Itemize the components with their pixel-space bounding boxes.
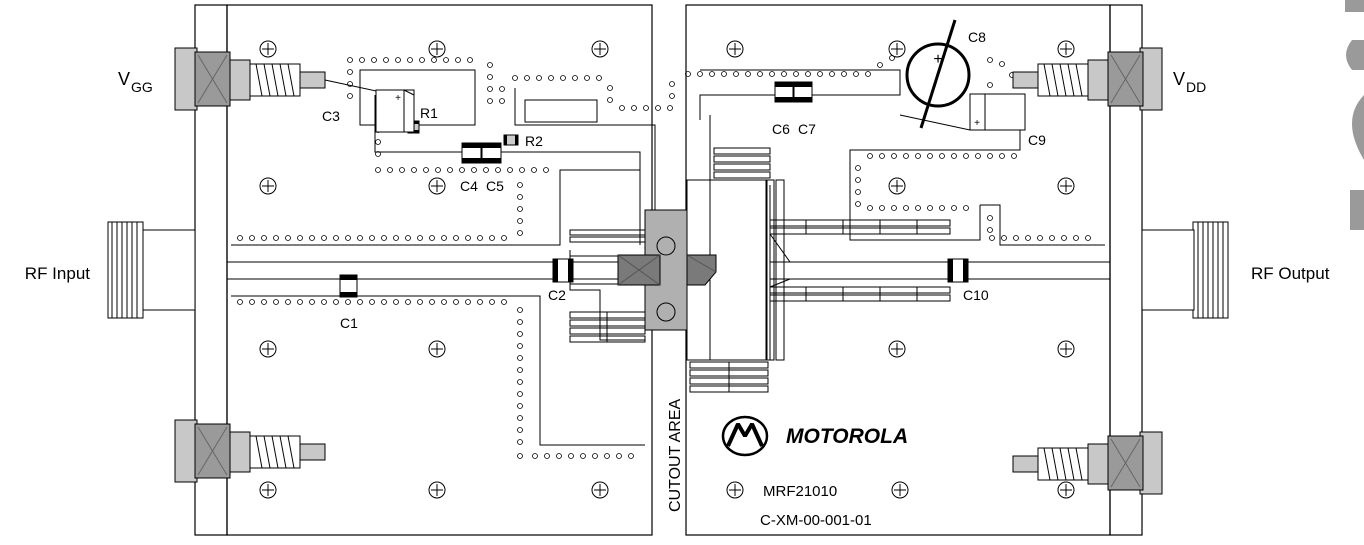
bottom-right-connector — [1012, 431, 1163, 495]
gate-pad — [524, 99, 598, 123]
c5-label: C5 — [486, 178, 504, 194]
mount-hole-18 — [726, 481, 744, 499]
c5-capacitor — [481, 142, 502, 164]
board-id: C-XM-00-001-01 — [760, 512, 872, 529]
c9-label: C9 — [1028, 132, 1046, 148]
mount-hole-19 — [891, 481, 909, 499]
c2-label: C2 — [548, 287, 566, 303]
mount-hole-8 — [428, 177, 446, 195]
mount-hole-5 — [888, 40, 906, 58]
drain-bias-trace-top — [699, 69, 901, 120]
c1-label: C1 — [340, 315, 358, 331]
mount-hole-16 — [428, 481, 446, 499]
c1-capacitor — [339, 274, 358, 298]
c3-label: C3 — [322, 108, 340, 124]
mount-hole-15 — [259, 481, 277, 499]
vgg-label-sub: GG — [131, 79, 153, 95]
rf-input-label: RF Input — [25, 264, 90, 283]
part-number: MRF21010 — [763, 483, 837, 500]
r2-resistor — [503, 134, 519, 146]
mount-hole-17 — [591, 481, 609, 499]
drain-bias-loop — [849, 114, 1021, 241]
bottom-left-connector — [174, 419, 326, 483]
mount-hole-3 — [591, 40, 609, 58]
mount-hole-1 — [259, 40, 277, 58]
mounting-holes — [259, 40, 1075, 499]
motorola-logo-icon — [721, 415, 769, 457]
vgg-connector — [174, 47, 326, 111]
vdd-label-sub: DD — [1186, 79, 1206, 95]
vdd-label: V — [1173, 69, 1185, 89]
drain-matching-network — [686, 147, 951, 393]
mount-hole-20 — [1057, 481, 1075, 499]
gate-bias-trace — [374, 95, 641, 180]
c10-label: C10 — [963, 287, 989, 303]
c8-capacitor — [905, 19, 971, 129]
mount-hole-6 — [1057, 40, 1075, 58]
c10-capacitor — [947, 258, 969, 283]
vdd-connector — [1012, 47, 1163, 111]
c9-capacitor — [969, 93, 1026, 131]
rf-input-connector — [107, 221, 196, 319]
r2-label: R2 — [525, 133, 543, 149]
c3-polarity: + — [395, 93, 401, 104]
edge-fragment — [1345, 0, 1364, 230]
c2-capacitor — [552, 258, 574, 283]
mount-hole-10 — [1057, 177, 1075, 195]
c4-label: C4 — [460, 178, 478, 194]
r1-label: R1 — [420, 105, 438, 121]
rf-output-line — [950, 261, 1110, 280]
gate-bias-pad — [359, 69, 476, 126]
motorola-brand: MOTOROLA — [786, 425, 908, 448]
gate-feed-trace — [514, 88, 656, 250]
c6-capacitor — [774, 81, 794, 103]
mount-hole-11 — [259, 340, 277, 358]
mount-hole-12 — [428, 340, 446, 358]
output-ground-outline — [980, 204, 1105, 246]
c4-capacitor — [461, 142, 482, 164]
vgg-label: V — [118, 69, 130, 89]
c7-capacitor — [793, 81, 813, 103]
cutout-area-label: CUTOUT AREA — [667, 398, 684, 512]
mount-hole-14 — [1057, 340, 1075, 358]
mount-hole-13 — [888, 340, 906, 358]
lower-left-ground-outline — [231, 295, 645, 446]
gate-matching-stubs — [569, 229, 646, 343]
c6-label: C6 — [772, 121, 790, 137]
c7-label: C7 — [798, 121, 816, 137]
c8-label: C8 — [968, 29, 986, 45]
drain-feed-trace — [709, 115, 771, 361]
gate-trace-outline — [231, 169, 641, 246]
c8-polarity: + — [933, 51, 942, 68]
rf-input-line — [227, 261, 570, 280]
c3-capacitor — [375, 89, 415, 133]
via-holes — [237, 55, 1091, 459]
mount-hole-9 — [888, 177, 906, 195]
mount-hole-2 — [428, 40, 446, 58]
rf-output-connector — [1141, 221, 1229, 319]
c9-polarity: + — [974, 118, 980, 129]
mount-hole-7 — [259, 177, 277, 195]
transistor-package — [617, 209, 717, 331]
rf-output-label: RF Output — [1251, 264, 1330, 283]
mount-hole-4 — [726, 40, 744, 58]
